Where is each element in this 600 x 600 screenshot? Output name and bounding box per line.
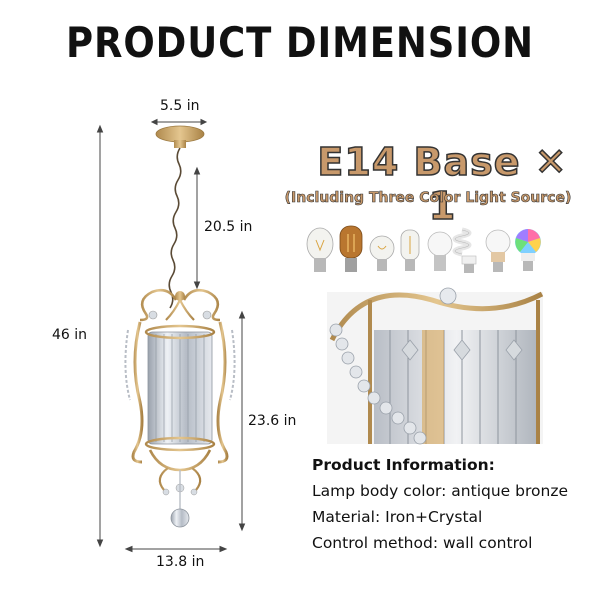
canopy-width-label: 5.5 in — [160, 98, 200, 114]
amber-edison-bulb-icon — [339, 225, 363, 272]
crystal-closeup-photo — [327, 287, 544, 445]
bulb-types-row — [306, 225, 541, 273]
tube-filament-bulb-icon — [400, 229, 420, 271]
chandelier-drawing — [124, 125, 236, 528]
product-info-line-control: Control method: wall control — [312, 534, 533, 552]
bulb-base-heading: E14 Base ✕ 1 — [317, 139, 568, 229]
filament-a19-bulb-icon — [306, 227, 334, 272]
body-height-label: 23.6 in — [248, 413, 297, 429]
page-title: PRODUCT DIMENSION — [66, 18, 534, 67]
light-source-note: (Including Three Color Light Source) — [284, 190, 572, 207]
total-height-label: 46 in — [52, 327, 88, 343]
led-globe-bulb-icon — [427, 231, 453, 271]
total-height-arrow — [96, 124, 104, 548]
chain-length-arrow — [193, 166, 201, 290]
spiral-cfl-bulb-icon — [452, 227, 477, 273]
canopy-width-arrow — [150, 118, 208, 126]
body-width-label: 13.8 in — [156, 554, 205, 570]
product-info-line-material: Material: Iron+Crystal — [312, 508, 483, 526]
product-info-heading: Product Information: — [312, 456, 495, 474]
globe-filament-bulb-icon — [369, 235, 395, 271]
body-height-arrow — [238, 310, 246, 532]
rgb-smart-bulb-icon — [515, 229, 541, 271]
body-width-arrow — [124, 545, 228, 553]
chain-length-label: 20.5 in — [204, 219, 253, 235]
led-a19-bulb-icon — [485, 229, 511, 272]
product-info-line-color: Lamp body color: antique bronze — [312, 482, 568, 500]
